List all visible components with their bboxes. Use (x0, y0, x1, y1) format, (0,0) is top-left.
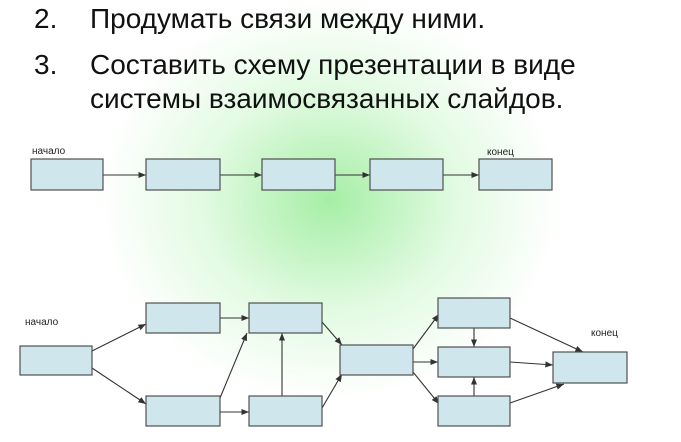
linear-start-label: начало (32, 146, 66, 157)
instruction-list: 2. Продумать связи между ними. 3. Состав… (18, 0, 678, 116)
network-arrow-start-to-b (91, 367, 147, 405)
list-item-text-line2: системы взаимосвязанных слайдов. (90, 83, 564, 114)
list-item-text-line1: Составить схему презентации в виде (90, 49, 576, 80)
network-arrow-g-to-end (509, 361, 554, 368)
linear-slide-3 (261, 158, 336, 191)
network-slide-b (145, 395, 221, 427)
network-arrow-d-to-e (321, 373, 343, 409)
network-arrow-f-to-end (509, 317, 584, 353)
network-arrow-b-to-c (219, 332, 248, 399)
list-item-text: Продумать связи между ними. (90, 3, 486, 34)
network-arrow-e-to-f (412, 313, 440, 350)
network-slide-c (248, 302, 323, 334)
network-slide-h (437, 395, 511, 427)
network-slide-start (19, 345, 93, 376)
network-slide-a (145, 302, 221, 334)
linear-slide-2 (145, 158, 221, 191)
list-item-number: 3. (34, 49, 58, 80)
network-slide-f (437, 297, 511, 329)
linear-slide-5 (478, 158, 553, 191)
network-end-label: конец (591, 328, 618, 339)
network-slide-g (437, 346, 511, 378)
linear-slide-4 (369, 158, 444, 191)
network-start-label: начало (25, 317, 59, 328)
network-arrow-c-to-e (321, 321, 343, 346)
network-arrow-h-to-end (509, 383, 565, 404)
linear-slide-1 (30, 158, 104, 191)
network-scheme: начало конец (19, 297, 628, 427)
network-slide-d (248, 395, 323, 427)
linear-scheme: начало конец (30, 146, 553, 191)
network-arrow-e-to-h (412, 371, 440, 405)
network-arrow-start-to-a (91, 323, 147, 352)
network-slide-end (552, 351, 628, 384)
list-item-2: 2. Продумать связи между ними. (18, 2, 678, 36)
list-item-3: 3. Составить схему презентации в виде си… (18, 48, 678, 116)
network-slide-e (339, 344, 414, 376)
linear-end-label: конец (487, 147, 514, 158)
list-item-number: 2. (34, 3, 58, 34)
